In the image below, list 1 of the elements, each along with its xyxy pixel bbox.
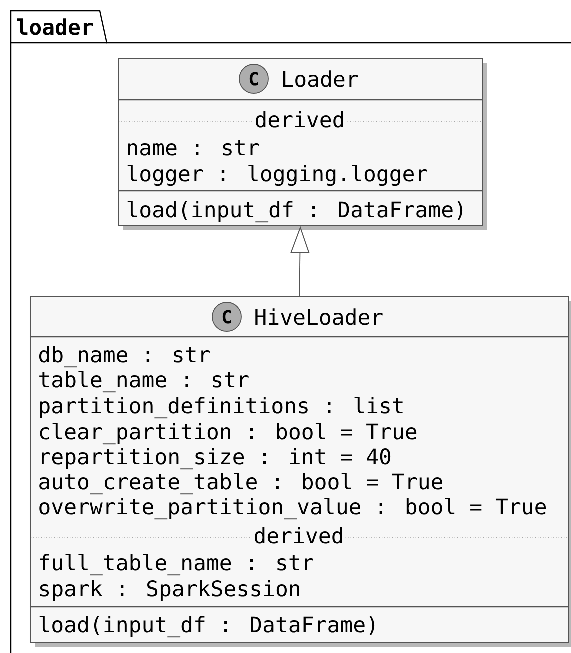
package-name: loader — [17, 18, 93, 36]
